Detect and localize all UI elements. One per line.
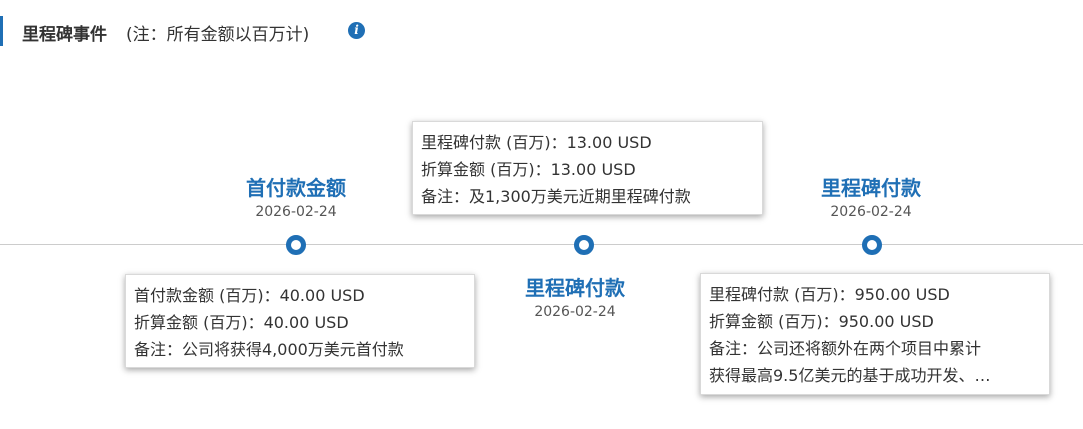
milestone-1-converted: 折算金额 (百万)：40.00 USD: [134, 313, 349, 332]
milestone-1-amount: 首付款金额 (百万)：40.00 USD: [134, 286, 365, 305]
milestone-1-title: 首付款金额: [246, 176, 346, 200]
milestone-2-title: 里程碑付款: [525, 276, 625, 300]
milestone-2-note: 备注：及1,300万美元近期里程碑付款: [421, 187, 691, 206]
timeline-axis: [0, 244, 1083, 245]
milestone-2-date: 2026-02-24: [534, 304, 616, 320]
milestone-3-note-line-2: 获得最高9.5亿美元的基于成功开发、…: [709, 366, 991, 385]
section-header: 里程碑事件 (注：所有金额以百万计) i: [0, 14, 600, 48]
milestone-3-node[interactable]: [862, 235, 882, 255]
milestone-3-note-line-1: 备注：公司还将额外在两个项目中累计: [709, 339, 982, 358]
milestone-2-detail-card: 里程碑付款 (百万)：13.00 USD 折算金额 (百万)：13.00 USD…: [412, 121, 763, 215]
milestone-1-detail-card: 首付款金额 (百万)：40.00 USD 折算金额 (百万)：40.00 USD…: [125, 274, 475, 368]
milestone-3-amount: 里程碑付款 (百万)：950.00 USD: [709, 285, 950, 304]
milestone-3-converted: 折算金额 (百万)：950.00 USD: [709, 312, 934, 331]
milestone-1-date: 2026-02-24: [255, 204, 337, 220]
section-title: 里程碑事件: [22, 25, 107, 45]
milestone-3-date: 2026-02-24: [830, 204, 912, 220]
milestone-3-detail-card: 里程碑付款 (百万)：950.00 USD 折算金额 (百万)：950.00 U…: [700, 273, 1050, 395]
info-icon[interactable]: i: [348, 22, 365, 39]
milestone-1-node[interactable]: [286, 235, 306, 255]
milestone-3-title: 里程碑付款: [821, 176, 921, 200]
milestone-2-converted: 折算金额 (百万)：13.00 USD: [421, 160, 636, 179]
section-note: (注：所有金额以百万计): [126, 25, 310, 45]
milestone-2-amount: 里程碑付款 (百万)：13.00 USD: [421, 133, 652, 152]
milestone-2-node[interactable]: [574, 235, 594, 255]
milestone-1-note: 备注：公司将获得4,000万美元首付款: [134, 340, 404, 359]
header-accent-bar: [0, 16, 3, 46]
